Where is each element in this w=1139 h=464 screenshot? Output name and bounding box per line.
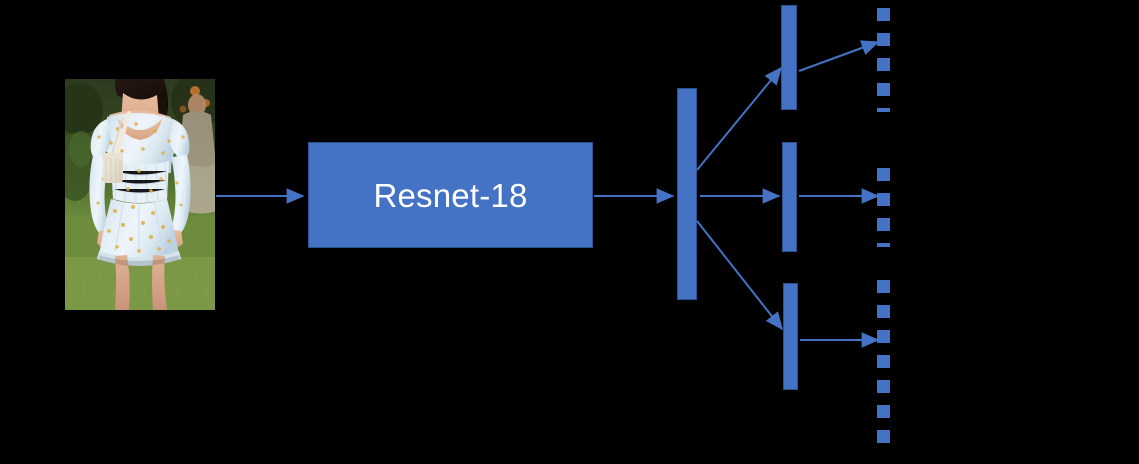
backbone-block-resnet18: Resnet-18 [308,142,593,248]
output-vector-middle [877,168,890,258]
output-cell-partial [877,243,890,247]
arrow-features-to-head-bottom [696,220,783,331]
head-bar-top [781,5,797,110]
output-cell [877,83,890,96]
output-vector-top [877,8,890,120]
arrow-features-to-head-top [696,66,783,171]
output-cell [877,405,890,418]
output-cell [877,430,890,443]
output-cell [877,305,890,318]
output-cell [877,280,890,293]
output-cell [877,330,890,343]
shared-feature-vector-bar [677,88,697,300]
output-cell [877,380,890,393]
output-vector-bottom [877,280,890,445]
output-cell [877,355,890,368]
output-cell [877,218,890,231]
output-cell [877,58,890,71]
input-image [65,79,215,310]
backbone-label: Resnet-18 [373,176,528,214]
output-cell [877,8,890,21]
output-cell [877,33,890,46]
arrow-head-top-to-output [798,40,880,72]
output-cell-partial [877,108,890,112]
head-bar-middle [782,142,797,252]
output-cell [877,168,890,181]
head-bar-bottom [783,283,798,390]
output-cell [877,193,890,206]
